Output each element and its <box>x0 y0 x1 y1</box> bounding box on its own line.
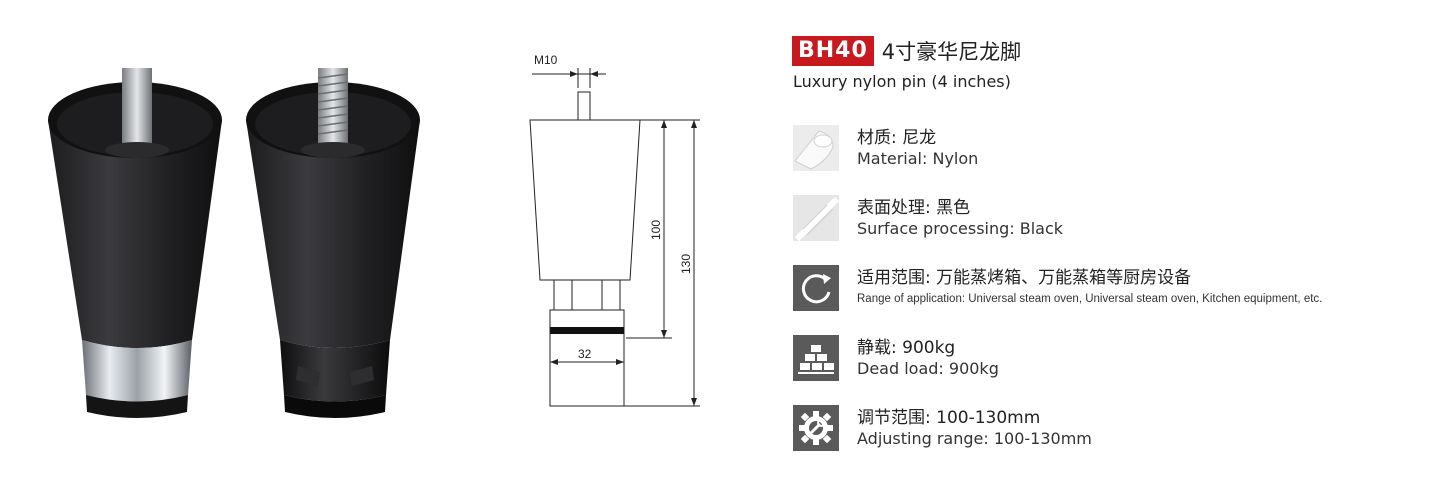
product-title: BH40 4寸豪华尼龙脚 <box>792 36 1021 66</box>
spec-surface: 表面处理: 黑色 Surface processing: Black <box>793 194 1063 242</box>
spec-surface-en: Surface processing: Black <box>857 219 1064 238</box>
material-swatch-icon <box>793 125 839 171</box>
spec-adjusting-range-en: Adjusting range: 100-130mm <box>857 429 1092 448</box>
spec-application-en: Range of application: Universal steam ov… <box>857 293 1323 305</box>
spec-adjusting-range-cn: 调节范围: 100-130mm <box>857 408 1041 428</box>
bricks-load-icon <box>793 335 839 381</box>
surface-swatch-icon <box>793 195 839 241</box>
spec-material-cn: 材质: 尼龙 <box>857 128 937 148</box>
spec-material-en: Material: Nylon <box>857 149 979 168</box>
product-photo-black-base <box>246 68 420 418</box>
product-name-en: Luxury nylon pin (4 inches) <box>793 72 1011 91</box>
product-name-cn: 4寸豪华尼龙脚 <box>881 40 1022 64</box>
dim-total-height: 130 <box>679 254 693 274</box>
spec-adjusting-range: 调节范围: 100-130mm Adjusting range: 100-130… <box>793 404 1092 452</box>
spec-dead-load: 静载: 900kg Dead load: 900kg <box>793 334 999 382</box>
dim-base-diameter: 32 <box>578 347 592 361</box>
technical-drawing: M10 100 130 32 <box>529 53 700 407</box>
product-photo-chrome-base <box>48 68 222 418</box>
base-black-band <box>550 327 624 334</box>
spec-dead-load-cn: 静载: 900kg <box>857 338 956 358</box>
spec-material: 材质: 尼龙 Material: Nylon <box>793 124 978 172</box>
rotate-icon <box>793 265 839 311</box>
dim-body-height: 100 <box>649 220 663 240</box>
dim-thread-label: M10 <box>534 53 558 67</box>
spec-application-cn: 适用范围: 万能蒸烤箱、万能蒸箱等厨房设备 <box>857 268 1192 288</box>
spec-surface-cn: 表面处理: 黑色 <box>857 198 971 218</box>
model-badge: BH40 <box>792 36 874 66</box>
gear-wrench-icon <box>793 405 839 451</box>
spec-application: 适用范围: 万能蒸烤箱、万能蒸箱等厨房设备 Range of applicati… <box>793 264 1322 312</box>
spec-dead-load-en: Dead load: 900kg <box>857 359 999 378</box>
